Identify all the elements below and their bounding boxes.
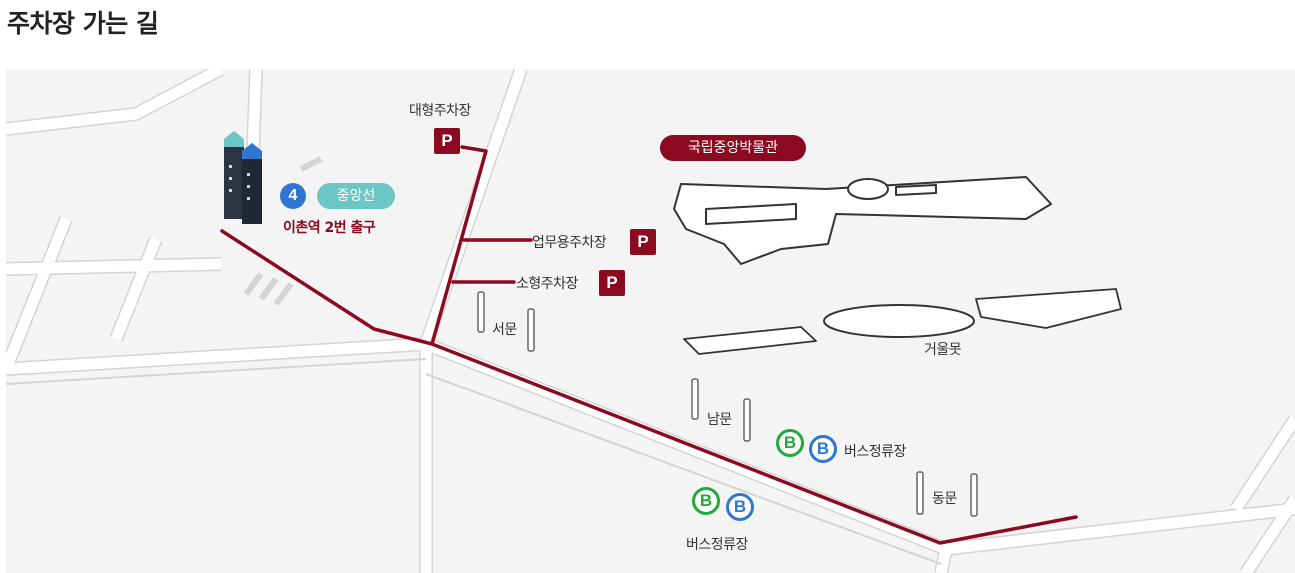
subway-exit-label: 이촌역 2번 출구 <box>283 220 376 236</box>
museum-label[interactable]: 국립중앙박물관 <box>660 135 806 161</box>
east-gate-label: 동문 <box>932 491 957 507</box>
large-parking-icon[interactable]: P <box>434 128 460 154</box>
museum-building <box>673 176 1052 265</box>
bus-blue-icon[interactable]: B <box>726 493 754 521</box>
map-canvas <box>6 69 1295 573</box>
page-title: 주차장 가는 길 <box>7 9 159 38</box>
business-parking-label: 업무용주차장 <box>532 235 607 251</box>
south-gate-label: 남문 <box>707 412 732 428</box>
subway-line-number-badge: 4 <box>280 183 306 209</box>
lane-lines <box>6 358 942 565</box>
bus-green-icon[interactable]: B <box>692 487 720 515</box>
business-parking-icon[interactable]: P <box>630 229 656 255</box>
gate-posts <box>477 291 978 517</box>
west-gate-label: 서문 <box>492 322 517 338</box>
map-background <box>6 69 1295 573</box>
roads-fill <box>6 69 1295 573</box>
small-parking-icon[interactable]: P <box>599 270 625 296</box>
pond-shape <box>823 304 975 338</box>
small-parking-label: 소형주차장 <box>516 276 578 292</box>
parking-stalls <box>243 156 323 306</box>
large-parking-label: 대형주차장 <box>409 103 471 119</box>
station-towers <box>224 131 262 224</box>
subway-line-name-badge: 중앙선 <box>317 183 395 209</box>
bus-stop-label: 버스정류장 <box>686 537 748 553</box>
bus-blue-icon[interactable]: B <box>809 435 837 463</box>
bus-stop-label: 버스정류장 <box>844 444 906 460</box>
route <box>220 145 1078 545</box>
pond-label: 거울못 <box>924 342 962 358</box>
blocks <box>683 288 1122 355</box>
bus-green-icon[interactable]: B <box>776 429 804 457</box>
parking-map: 대형주차장 P 국립중앙박물관 4 중앙선 이촌역 2번 출구 업무용주차장 P… <box>6 69 1295 573</box>
